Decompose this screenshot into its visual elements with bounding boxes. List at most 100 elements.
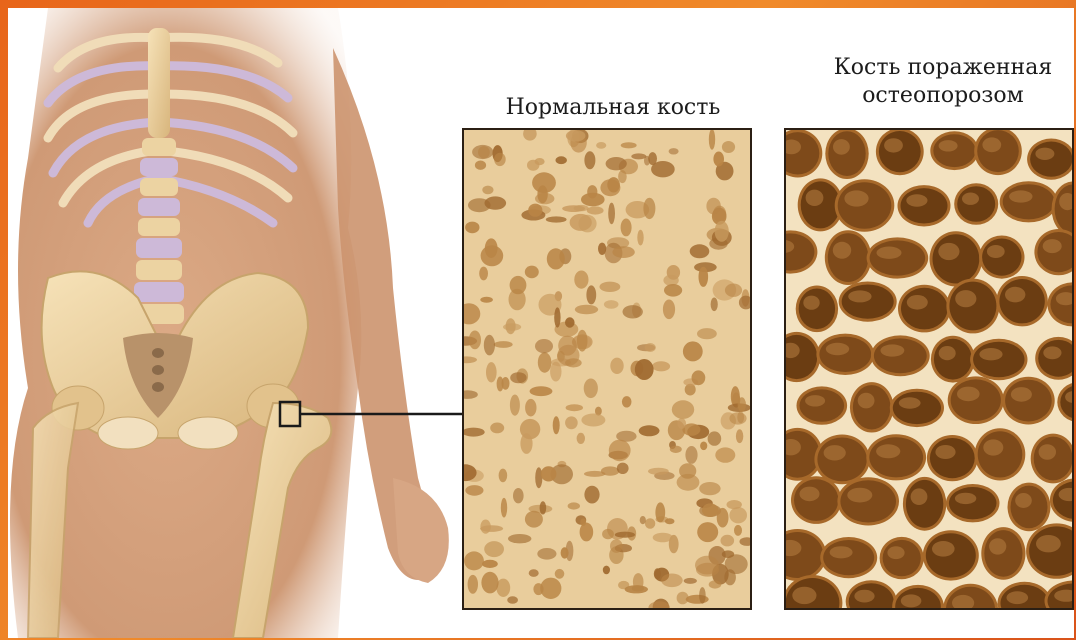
pore-highlight	[803, 296, 819, 310]
bone-pore	[690, 244, 710, 258]
bone-pore	[853, 385, 891, 429]
bone-pore	[631, 153, 646, 159]
bone-pore	[525, 511, 543, 528]
bone-pore	[740, 537, 751, 546]
label-osteoporosis-line1: Кость пораженная	[808, 54, 1074, 82]
bone-pore	[600, 179, 620, 196]
pore-highlight	[899, 397, 921, 408]
bone-pore	[715, 447, 735, 462]
bone-pore	[525, 266, 539, 279]
bone-pore	[699, 587, 706, 604]
bone-pore	[664, 284, 682, 297]
bone-pore	[561, 547, 569, 558]
bone-pore	[478, 146, 490, 158]
bone-pore	[617, 463, 629, 474]
bone-pore	[547, 248, 565, 269]
bone-pore	[842, 285, 894, 319]
bone-pore	[930, 438, 975, 478]
bone-pore	[874, 338, 927, 373]
bone-pore	[541, 466, 557, 481]
pore-highlight	[1043, 239, 1062, 253]
bone-pore	[584, 486, 599, 504]
pore-highlight	[792, 587, 816, 604]
spine	[134, 138, 184, 324]
bone-pore	[643, 198, 655, 219]
bone-pore	[739, 296, 750, 310]
bone-pore	[819, 337, 871, 372]
bone-pore	[513, 488, 524, 503]
bone-pore	[604, 300, 619, 309]
pore-highlight	[805, 395, 825, 406]
bone-pore	[640, 516, 646, 524]
bone-pore	[527, 160, 539, 171]
pore-highlight	[884, 138, 903, 152]
pore-highlight	[901, 594, 922, 607]
bone-pore	[699, 267, 709, 287]
bone-pore	[622, 396, 632, 407]
bone-pore	[566, 404, 583, 411]
bone-pore	[520, 419, 540, 439]
bone-pore	[709, 580, 722, 588]
bone-pore	[615, 532, 635, 538]
bone-pore	[951, 379, 1001, 421]
bone-pore	[484, 541, 504, 557]
bone-pore	[523, 130, 537, 141]
bone-pore	[651, 161, 675, 177]
bone-pore	[550, 362, 561, 382]
bone-pore	[695, 556, 719, 575]
bone-pore	[565, 416, 578, 429]
osteoporosis-bone-sample	[784, 128, 1074, 610]
bone-pore	[481, 572, 498, 594]
bone-pore	[713, 152, 724, 167]
bone-pore	[584, 379, 598, 399]
bone-pore	[883, 540, 921, 576]
bone-pore	[721, 535, 735, 547]
pore-highlight	[955, 290, 976, 307]
bone-pore	[901, 188, 948, 223]
bone-pore	[480, 520, 490, 534]
bone-pore	[540, 578, 561, 599]
bone-pore	[584, 471, 605, 477]
bone-pore	[893, 392, 941, 424]
bone-pore	[465, 485, 483, 496]
pore-highlight	[962, 193, 979, 205]
pore-highlight	[989, 538, 1006, 554]
bone-pore	[656, 516, 669, 522]
label-normal-bone: Нормальная кость	[478, 94, 748, 122]
bone-pore	[484, 335, 495, 356]
pore-highlight	[935, 445, 955, 459]
bone-pore	[535, 339, 553, 353]
bone-pore	[737, 411, 744, 423]
bone-pore	[973, 342, 1024, 377]
illustration-panel: Нормальная кость Кость пораженная остеоп…	[8, 8, 1074, 638]
bone-pore	[838, 182, 892, 229]
pore-highlight	[987, 245, 1005, 258]
bone-pore	[494, 341, 513, 348]
pore-highlight	[800, 487, 820, 502]
pore-highlight	[824, 445, 846, 460]
bone-pore	[565, 317, 575, 327]
bone-pore	[661, 574, 683, 588]
bone-pore	[475, 161, 486, 170]
normal-bone-texture	[464, 130, 750, 608]
pore-highlight	[830, 546, 853, 558]
bone-pore	[480, 297, 493, 303]
pore-highlight	[1007, 591, 1029, 604]
bone-pore	[486, 362, 497, 382]
bone-pore	[870, 240, 926, 275]
bone-pore	[535, 467, 542, 488]
bone-pore	[663, 300, 675, 320]
bone-pore	[566, 130, 586, 141]
bone-pore	[817, 438, 866, 482]
pore-highlight	[1036, 535, 1061, 552]
pore-highlight	[939, 346, 956, 360]
pore-highlight	[979, 348, 1002, 360]
bone-pore	[525, 399, 536, 417]
bone-pore	[464, 551, 484, 570]
bone-pore	[697, 522, 718, 542]
bone-pore	[603, 566, 610, 575]
bone-pore	[823, 540, 874, 575]
bone-pore	[625, 585, 648, 593]
pore-highlight	[881, 344, 905, 356]
bone-pore	[606, 157, 627, 170]
